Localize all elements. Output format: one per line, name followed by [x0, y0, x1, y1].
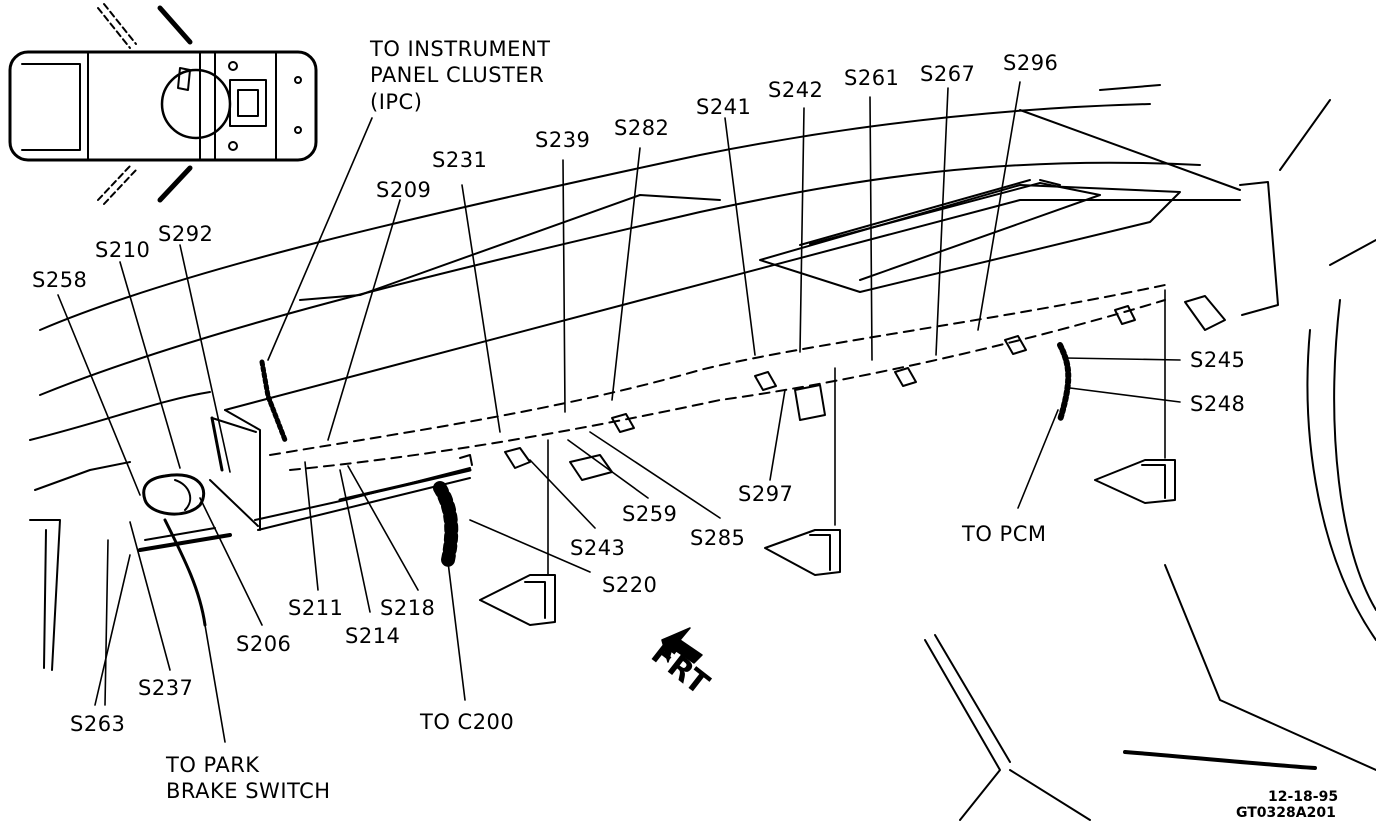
label-s211: S211 [288, 596, 344, 620]
drawing-code: GT0328A201 [1236, 805, 1336, 821]
label-to-ipc-line1: TO INSTRUMENT [370, 37, 551, 61]
label-s206: S206 [236, 632, 292, 656]
label-s282: S282 [614, 116, 670, 140]
vehicle-locator-inset [8, 3, 318, 205]
leader-lines [57, 81, 1181, 743]
label-to-park-brake: TO PARK BRAKE SWITCH [166, 752, 331, 805]
label-s267: S267 [920, 62, 976, 86]
label-s231: S231 [432, 148, 488, 172]
label-to-ipc-line2: PANEL CLUSTER [370, 63, 545, 88]
label-s241: S241 [696, 95, 752, 119]
cross-car-beam [209, 199, 1241, 531]
label-to-pcm: TO PCM [962, 522, 1047, 546]
label-s292: S292 [158, 222, 214, 246]
label-s218: S218 [380, 596, 436, 620]
label-s285: S285 [690, 526, 746, 550]
label-s220: S220 [602, 573, 658, 597]
label-s239: S239 [535, 128, 591, 152]
harness-branches [138, 342, 1072, 627]
label-s259: S259 [622, 502, 678, 526]
drawing-date: 12-18-95 [1268, 789, 1339, 805]
label-to-c200: TO C200 [420, 710, 515, 734]
label-s209: S209 [376, 178, 432, 202]
label-s210: S210 [95, 238, 151, 262]
label-s243: S243 [570, 536, 626, 560]
label-s258: S258 [32, 268, 88, 292]
label-s245: S245 [1190, 348, 1246, 372]
label-s248: S248 [1190, 392, 1246, 416]
splice-clips [504, 305, 1136, 469]
label-s214: S214 [345, 624, 401, 648]
front-arrow-icon [661, 627, 703, 664]
label-s242: S242 [768, 78, 824, 102]
center-structure [759, 179, 1181, 293]
label-to-park-line2: BRAKE SWITCH [166, 779, 331, 804]
label-s237: S237 [138, 676, 194, 700]
label-to-ipc-line3: (IPC) [370, 89, 423, 114]
label-to-park-line1: TO PARK [166, 753, 260, 777]
label-s261: S261 [844, 66, 900, 90]
label-s296: S296 [1003, 51, 1059, 75]
main-wiring-harness [269, 284, 1166, 471]
instrument-panel-outline [29, 84, 1376, 821]
label-to-ipc: TO INSTRUMENT PANEL CLUSTER (IPC) [370, 36, 550, 115]
label-s263: S263 [70, 712, 126, 736]
connectors [479, 295, 1226, 626]
label-s297: S297 [738, 482, 794, 506]
